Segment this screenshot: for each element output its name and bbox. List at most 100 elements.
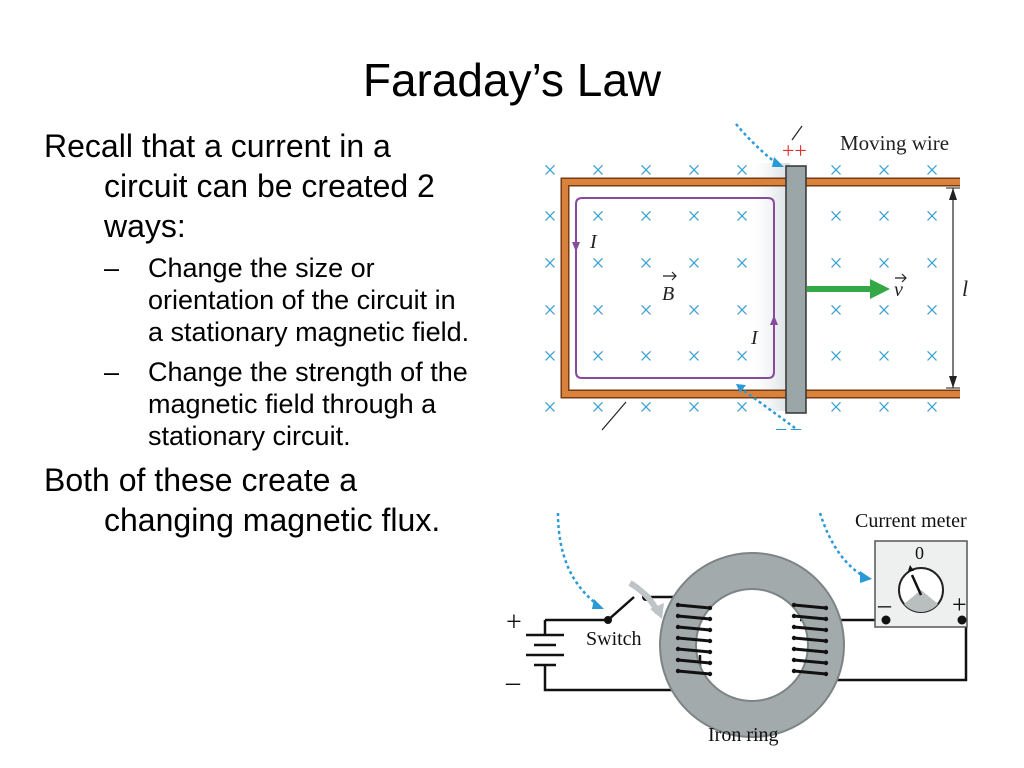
field-marker: × — [543, 344, 557, 370]
coil-winding-end — [707, 660, 713, 666]
current-arrow-up — [770, 315, 778, 325]
field-marker: × — [877, 344, 891, 370]
field-marker: × — [639, 395, 653, 421]
coil-winding — [677, 669, 711, 676]
pointer-head-switch — [592, 599, 604, 609]
iron-ring-label: Iron ring — [708, 724, 779, 746]
current-label-left: I — [589, 231, 598, 253]
field-marker: × — [591, 251, 605, 277]
field-marker: × — [925, 298, 939, 324]
meter-dial-base — [904, 590, 938, 613]
length-arrow-top — [949, 188, 957, 200]
meter-needle-tip — [908, 565, 914, 571]
coil-winding-end — [707, 671, 713, 677]
meter-zero-label: 0 — [915, 543, 924, 563]
coil-winding — [677, 614, 711, 621]
meter-minus-label: – — [877, 590, 892, 619]
coil-winding-end — [675, 657, 681, 663]
velocity-label: v — [894, 279, 903, 301]
bullet-item: –Change the strength of the magnetic fie… — [44, 356, 474, 452]
velocity-arrow-head — [870, 279, 890, 299]
bullet-text: Change the strength of the magnetic fiel… — [148, 357, 468, 451]
coil-winding-end — [675, 635, 681, 641]
field-marker: × — [639, 251, 653, 277]
wire-shadow — [745, 163, 790, 411]
field-marker: × — [829, 204, 843, 230]
negative-charges-label: – – — [775, 417, 802, 438]
coil-winding — [677, 658, 711, 665]
coil-winding-end — [823, 671, 829, 677]
switch-contact-left — [604, 616, 612, 624]
current-meter-label: Current meter — [855, 510, 967, 532]
bullet-item: –Change the size or orientation of the c… — [44, 252, 474, 348]
coil-winding — [793, 614, 827, 621]
intro-paragraph: Recall that a current in a circuit can b… — [44, 128, 435, 244]
field-marker: × — [543, 395, 557, 421]
field-marker: × — [543, 204, 557, 230]
switch-label: Switch — [586, 628, 642, 650]
field-marker: × — [877, 251, 891, 277]
bullet-dash: – — [104, 253, 120, 283]
coil-winding — [677, 625, 711, 632]
field-vector-arrow — [663, 271, 677, 281]
length-label: l — [962, 276, 968, 301]
field-marker: × — [543, 298, 557, 324]
bullet-dash: – — [104, 357, 120, 387]
pointer-head-meter — [860, 571, 872, 583]
coil-winding-end — [791, 635, 797, 641]
meter-terminal-left — [881, 615, 891, 625]
field-marker: × — [925, 251, 939, 277]
coil-winding — [677, 603, 711, 610]
coil-winding-end — [823, 638, 829, 644]
current-loop — [575, 197, 775, 379]
coil-winding-end — [707, 605, 713, 611]
coil-winding — [793, 603, 827, 610]
coil-winding-end — [675, 646, 681, 652]
pointer-head-bottom — [736, 384, 746, 393]
field-marker: × — [829, 395, 843, 421]
field-marker: × — [829, 298, 843, 324]
coil-winding — [677, 647, 711, 654]
field-marker: × — [639, 344, 653, 370]
slide-body: Recall that a current in a circuit can b… — [44, 126, 474, 540]
field-marker: × — [543, 158, 557, 184]
pointer-head-top — [772, 157, 784, 167]
field-marker: × — [925, 204, 939, 230]
field-marker: × — [591, 395, 605, 421]
battery-plus-label: + — [506, 607, 522, 638]
coil-winding-end — [675, 624, 681, 630]
field-marker: × — [591, 204, 605, 230]
current-arrow-down — [572, 242, 580, 252]
field-marker: × — [543, 251, 557, 277]
coil-winding-end — [823, 649, 829, 655]
coil-winding-end — [791, 657, 797, 663]
field-marker: × — [687, 251, 701, 277]
field-marker: × — [687, 298, 701, 324]
field-marker: × — [639, 298, 653, 324]
coil-winding-end — [823, 605, 829, 611]
coil-winding — [677, 636, 711, 643]
coil-winding-end — [823, 627, 829, 633]
field-marker: × — [687, 395, 701, 421]
ring-coils — [675, 602, 829, 677]
conclusion-paragraph: Both of these create a changing magnetic… — [44, 462, 441, 538]
coil-winding-end — [791, 668, 797, 674]
field-marker: × — [687, 204, 701, 230]
coil-winding — [793, 669, 827, 676]
field-label: B — [662, 283, 674, 305]
field-marker: × — [877, 298, 891, 324]
positive-charges-label: ++ — [782, 138, 807, 163]
coil-winding-end — [675, 602, 681, 608]
coil-winding — [793, 625, 827, 632]
field-marker: × — [925, 395, 939, 421]
pointer-dotted-meter — [818, 512, 866, 579]
field-marker: × — [877, 204, 891, 230]
coil-winding — [793, 636, 827, 643]
velocity-vector-arrow — [895, 273, 907, 283]
coil-winding-end — [707, 649, 713, 655]
pointer-dotted-bottom — [739, 386, 796, 430]
field-marker: × — [829, 251, 843, 277]
moving-wire-bar — [785, 165, 807, 414]
field-marker: × — [591, 344, 605, 370]
iron-ring — [661, 554, 843, 736]
